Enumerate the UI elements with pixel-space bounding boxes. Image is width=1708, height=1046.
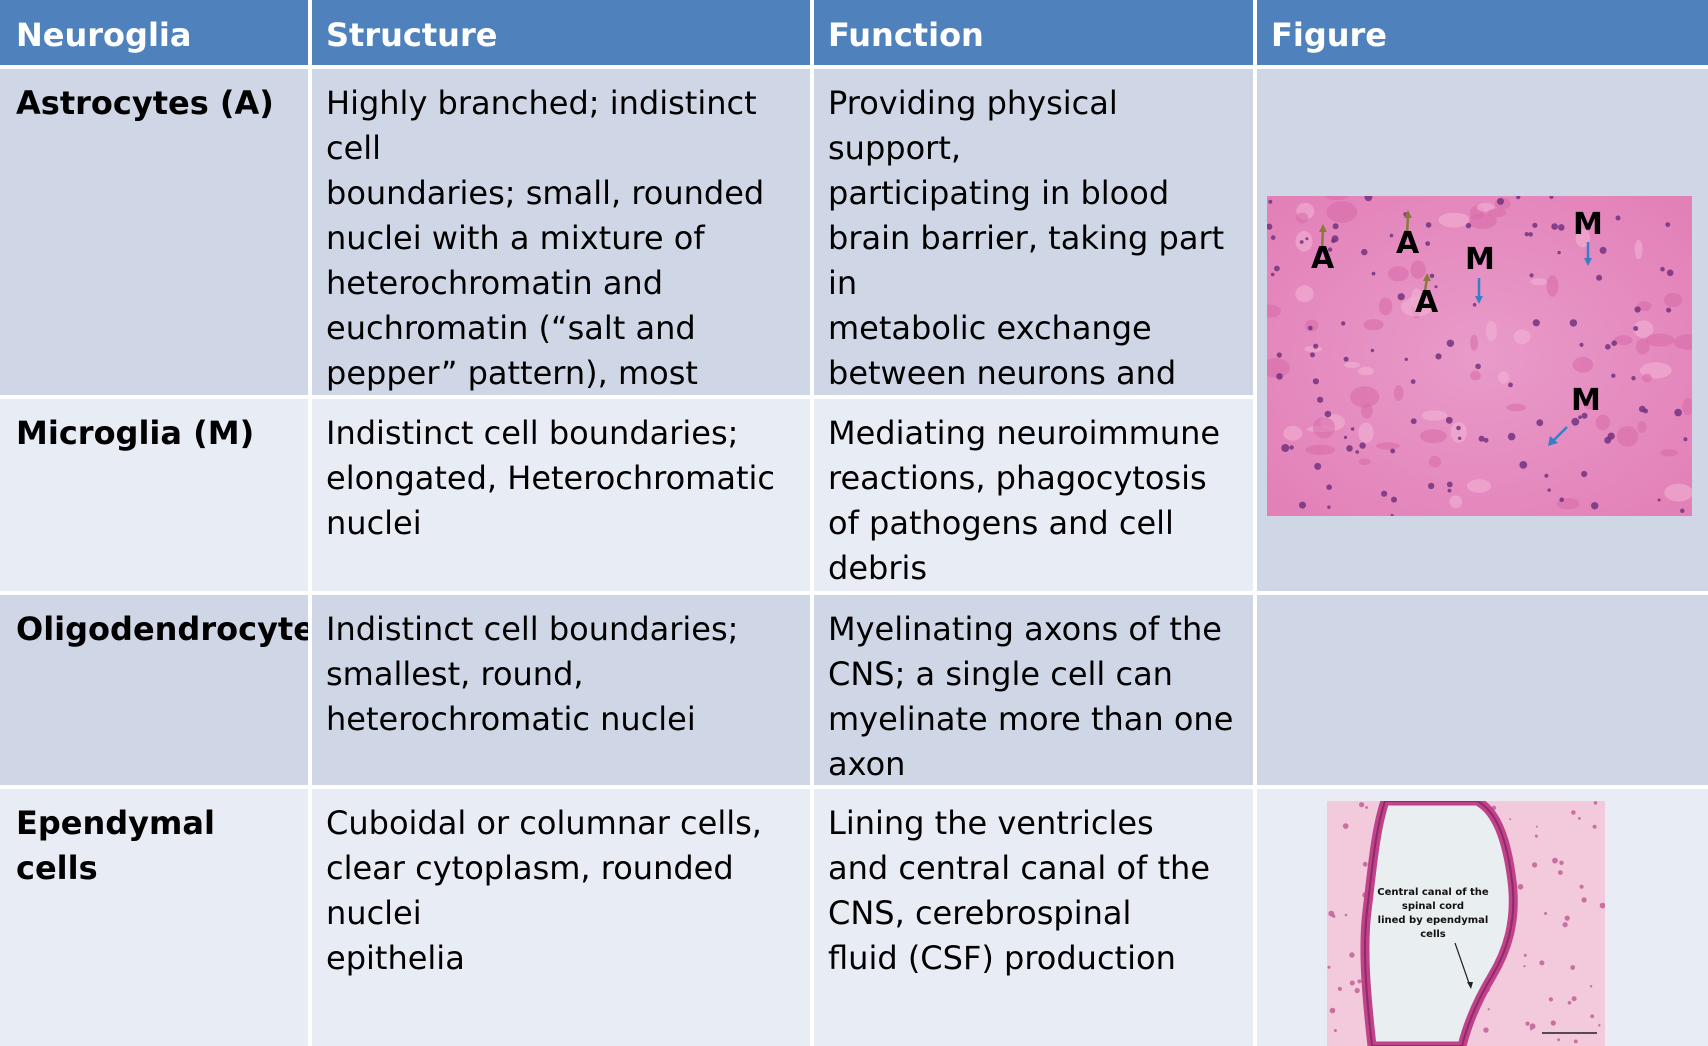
- label-a-3: A: [1415, 285, 1439, 320]
- row-astrocytes-name: Astrocytes (A): [0, 67, 310, 397]
- label-m-3: M: [1571, 383, 1601, 418]
- ependymal-svg: Central canal of the spinal cord lined b…: [1327, 801, 1605, 1046]
- row-oligodendrocytes-structure: Indistinct cell boundaries; smallest, ro…: [310, 593, 812, 787]
- label-a-2: A: [1396, 226, 1420, 261]
- header-structure: Structure: [310, 0, 812, 67]
- row-microglia-name: Microglia (M): [0, 397, 310, 593]
- header-figure: Figure: [1255, 0, 1708, 67]
- row-ependymal-structure: Cuboidal or columnar cells, clear cytopl…: [310, 787, 812, 1046]
- label-a-1: A: [1311, 241, 1335, 276]
- canal-caption-line-4: cells: [1420, 929, 1446, 940]
- header-function: Function: [812, 0, 1255, 67]
- row-oligodendrocytes-figure: [1255, 593, 1708, 787]
- canal-caption-line-1: Central canal of the: [1377, 887, 1489, 898]
- label-m-1: M: [1465, 242, 1495, 277]
- header-neuroglia: Neuroglia: [0, 0, 310, 67]
- canal-caption-line-2: spinal cord: [1402, 901, 1464, 912]
- row-astrocytes-function: Providing physical support, participatin…: [812, 67, 1255, 437]
- row-astrocytes-structure: Highly branched; indistinct cell boundar…: [310, 67, 812, 482]
- canal-caption-line-3: lined by ependymal: [1378, 915, 1489, 926]
- label-m-2: M: [1573, 207, 1603, 242]
- ependymal-micrograph: Central canal of the spinal cord lined b…: [1327, 801, 1605, 1046]
- row-ependymal-name: Ependymal cells: [0, 787, 310, 1046]
- row-ependymal-function: Lining the ventricles and central canal …: [812, 787, 1255, 1046]
- astrocyte-microglia-micrograph: A A A M M M: [1267, 196, 1692, 516]
- micrograph-svg: A A A M M M: [1267, 196, 1692, 516]
- row-oligodendrocytes-function: Myelinating axons of the CNS; a single c…: [812, 593, 1255, 787]
- row-microglia-structure: Indistinct cell boundaries; elongated, H…: [310, 397, 812, 593]
- row-oligodendrocytes-name: Oligodendrocytes: [0, 593, 334, 787]
- row-microglia-function: Mediating neuroimmune reactions, phagocy…: [812, 397, 1255, 593]
